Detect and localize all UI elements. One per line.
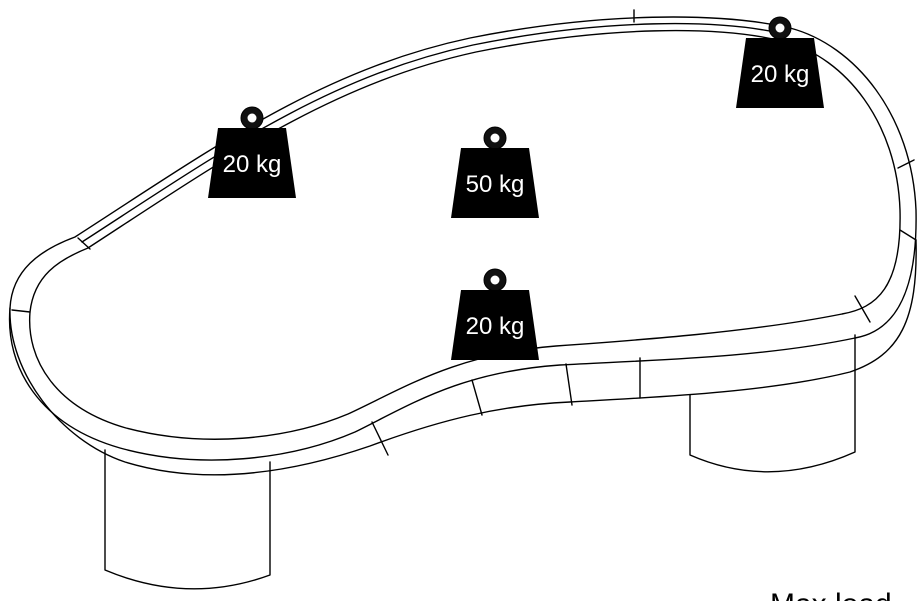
- weight-ring-hole: [247, 113, 257, 123]
- weight-label: 50 kg: [466, 171, 525, 198]
- front-lip: [9, 239, 917, 476]
- weight-body: [736, 38, 824, 108]
- tabletop-outer-edge: [8, 16, 917, 461]
- right-leg: [689, 334, 856, 473]
- back-rim-line: [81, 22, 789, 243]
- weight-20kg: 20 kg: [451, 268, 539, 360]
- weight-body: [451, 148, 539, 218]
- weight-body: [451, 290, 539, 360]
- table-legs: [104, 334, 856, 590]
- edge-seams: [11, 9, 917, 456]
- front-left-leg: [104, 449, 271, 590]
- weight-label: 20 kg: [223, 151, 282, 178]
- weight-label: 20 kg: [466, 313, 525, 340]
- weight-20kg: 20 kg: [736, 16, 824, 108]
- weight-body: [208, 128, 296, 198]
- weight-label: 20 kg: [751, 61, 810, 88]
- weight-ring-hole: [775, 23, 785, 33]
- weight-20kg: 20 kg: [208, 106, 296, 198]
- weight-ring-hole: [490, 133, 500, 143]
- caption-text: Max load: [770, 588, 892, 601]
- tabletop-inner-edge: [28, 29, 901, 440]
- weight-ring-hole: [490, 275, 500, 285]
- weight-50kg: 50 kg: [451, 126, 539, 218]
- weights-layer: 20 kg 50 kg 20 kg 20 kg: [208, 16, 824, 360]
